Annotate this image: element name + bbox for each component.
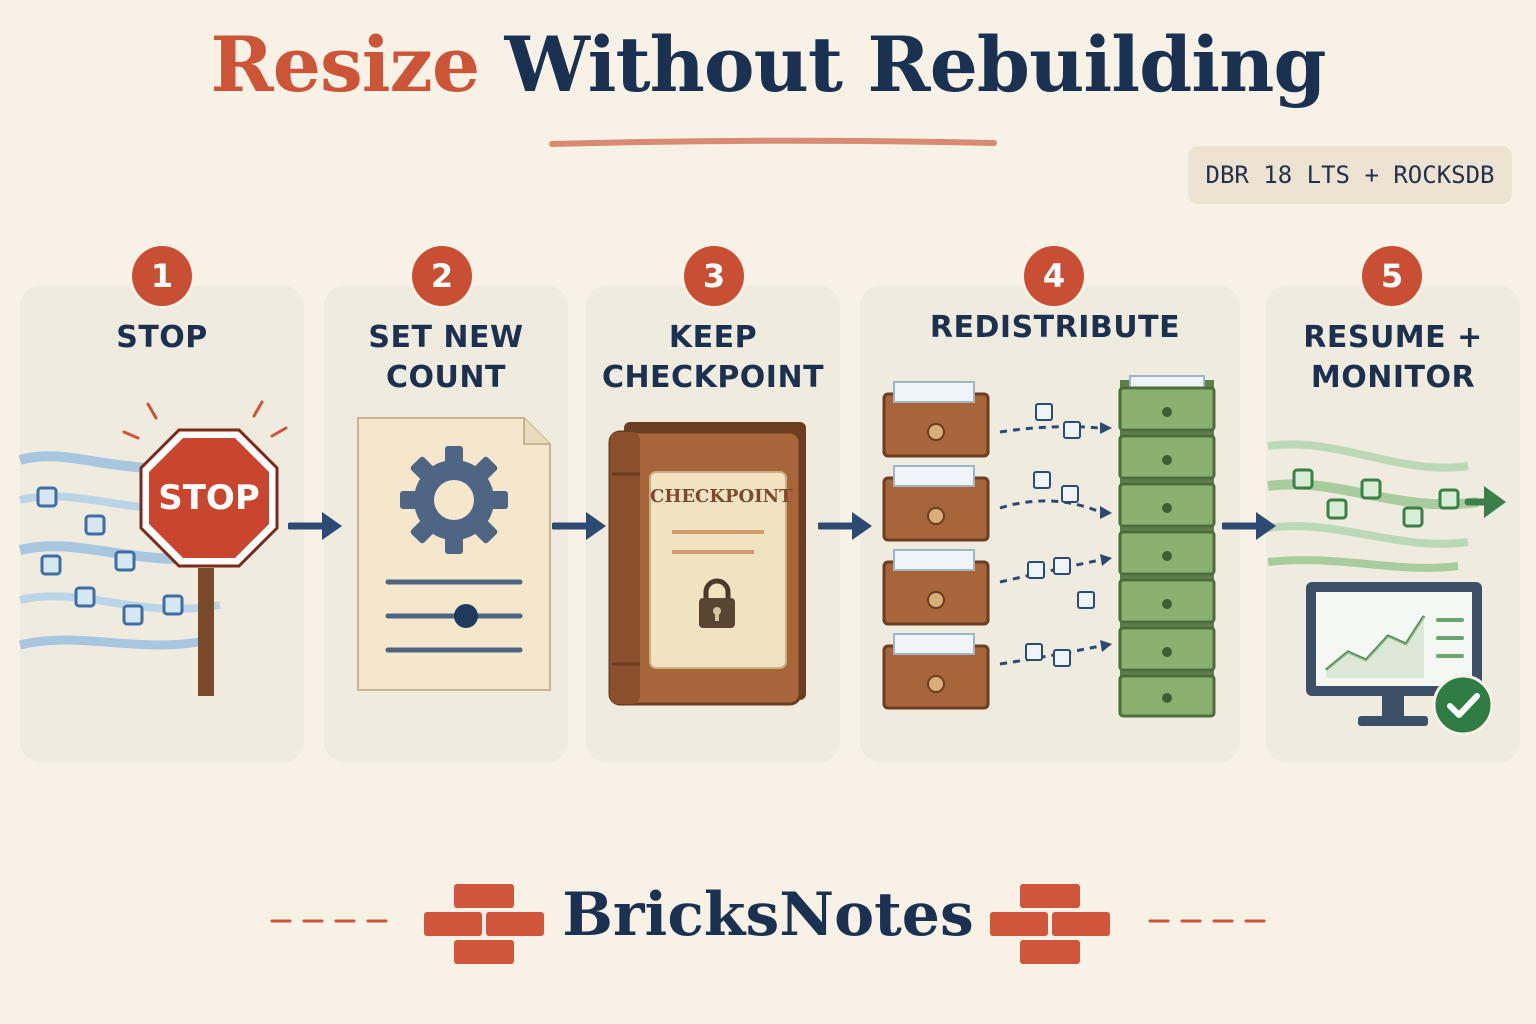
check-icon bbox=[1432, 674, 1494, 736]
step-1-badge: 1 bbox=[132, 246, 192, 306]
step-2-label: SET NEW COUNT bbox=[368, 320, 524, 395]
step-5-label: RESUME + MONITOR bbox=[1303, 320, 1483, 395]
slider-icon bbox=[385, 579, 523, 653]
step-3-label: KEEP CHECKPOINT bbox=[601, 320, 825, 395]
data-stream-blue bbox=[18, 451, 221, 650]
footer-dash-right bbox=[1148, 919, 1266, 923]
book-label: CHECKPOINT bbox=[650, 486, 793, 507]
monitor-icon bbox=[1306, 582, 1482, 726]
brand-name: BricksNotes bbox=[562, 880, 974, 950]
step-4-badge: 4 bbox=[1024, 246, 1084, 306]
title-underline bbox=[549, 137, 997, 147]
arrow-right-icon bbox=[288, 512, 342, 540]
arrow-right-icon bbox=[1222, 512, 1276, 540]
brick-icon bbox=[424, 884, 544, 964]
gear-icon bbox=[400, 446, 508, 554]
redistribution-flow bbox=[999, 403, 1112, 667]
title-word-resize: Resize bbox=[210, 20, 481, 109]
arrow-right-icon bbox=[818, 512, 872, 540]
title-word-rest: Without Rebuilding bbox=[504, 20, 1327, 109]
page-title: Resize Without Rebuilding bbox=[0, 20, 1536, 109]
footer-dash-left bbox=[270, 919, 388, 923]
step-3-badge: 3 bbox=[684, 246, 744, 306]
lock-icon bbox=[699, 578, 735, 628]
new-drawers bbox=[1118, 375, 1216, 718]
version-tag: DBR 18 LTS + ROCKSDB bbox=[1188, 146, 1512, 204]
step-1-label: STOP bbox=[116, 320, 208, 355]
step-2-badge: 2 bbox=[412, 246, 472, 306]
stop-sign-text: STOP bbox=[158, 478, 260, 518]
brick-icon bbox=[990, 884, 1110, 964]
book-icon bbox=[608, 422, 806, 706]
stop-sign-icon bbox=[122, 400, 288, 696]
data-stream-green bbox=[1267, 440, 1506, 572]
arrow-right-icon bbox=[552, 512, 606, 540]
step-4-label: REDISTRIBUTE bbox=[929, 310, 1181, 345]
step-5-badge: 5 bbox=[1362, 246, 1422, 306]
old-drawers bbox=[882, 381, 990, 710]
